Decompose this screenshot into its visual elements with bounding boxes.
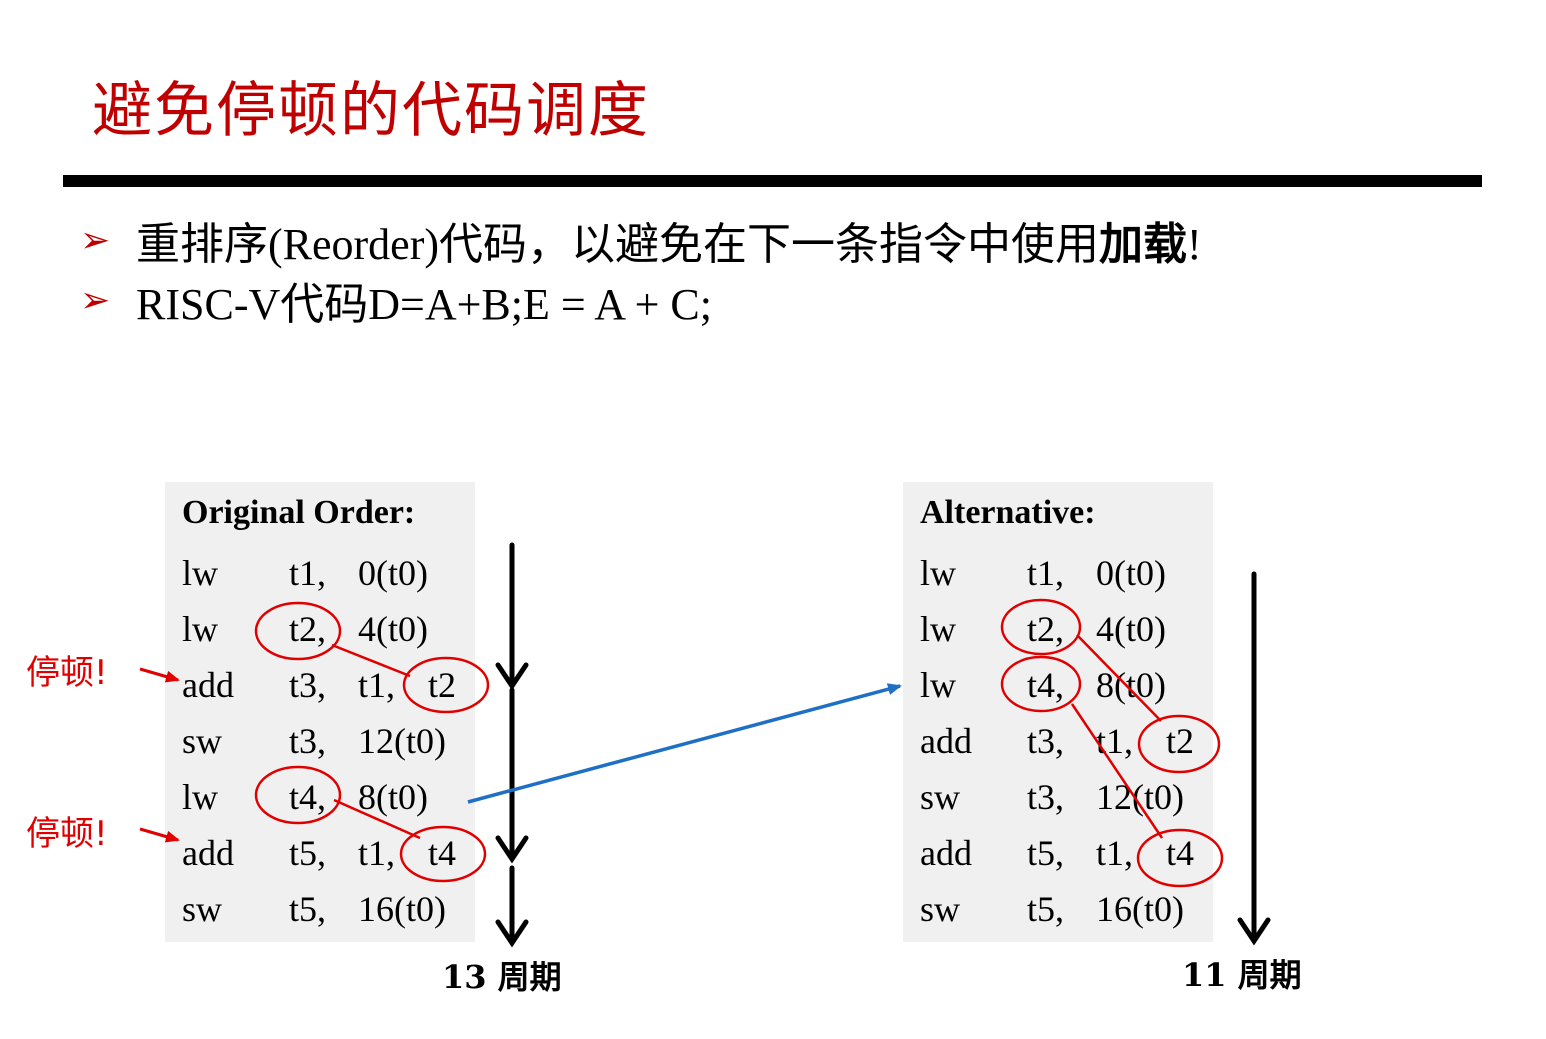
reorder-arrow bbox=[467, 683, 902, 804]
operand: 0(t0) bbox=[1096, 553, 1166, 593]
stall-label: 停顿! bbox=[26, 653, 108, 693]
operand: t5, bbox=[1027, 833, 1065, 873]
alternative-timeline-arrow bbox=[1237, 571, 1271, 946]
opcode: lw bbox=[920, 609, 956, 649]
operand: 4(t0) bbox=[1096, 609, 1166, 649]
operand: t1, bbox=[289, 553, 327, 593]
operand: t4 bbox=[428, 833, 457, 873]
opcode: lw bbox=[182, 553, 218, 593]
bullet-arrow-icon: ➢ bbox=[80, 279, 111, 321]
operand: t4 bbox=[1166, 833, 1195, 873]
opcode: add bbox=[182, 665, 234, 705]
opcode: sw bbox=[182, 889, 223, 929]
bullet-item: ➢ RISC-V代码D=A+B;E = A + C; bbox=[80, 270, 1202, 330]
operand: t3, bbox=[289, 721, 327, 761]
operand: t5, bbox=[289, 833, 327, 873]
original-order-panel: Original Order: lw t1, 0(t0) lw t2, 4(t0… bbox=[165, 482, 475, 942]
operand: 12(t0) bbox=[358, 721, 446, 761]
operand: t5, bbox=[1027, 889, 1065, 929]
operand: t4, bbox=[1027, 665, 1065, 705]
opcode: lw bbox=[182, 777, 218, 817]
bullet-item: ➢ 重排序(Reorder)代码，以避免在下一条指令中使用加载! bbox=[80, 210, 1202, 270]
operand: t4, bbox=[289, 777, 327, 817]
opcode: add bbox=[182, 833, 234, 873]
operand: t2 bbox=[428, 665, 457, 705]
operand: t1, bbox=[1096, 721, 1134, 761]
operand: t3, bbox=[289, 665, 327, 705]
original-cycle-count: 13 周期 bbox=[442, 958, 562, 996]
opcode: add bbox=[920, 833, 972, 873]
stall-label: 停顿! bbox=[26, 814, 108, 854]
opcode: sw bbox=[182, 721, 223, 761]
opcode: sw bbox=[920, 889, 961, 929]
operand: 4(t0) bbox=[358, 609, 428, 649]
alternative-order-panel: Alternative: lw t1, 0(t0) lw t2, 4(t0) l… bbox=[903, 482, 1213, 942]
panel-heading: Alternative: bbox=[920, 494, 1096, 531]
operand: 16(t0) bbox=[1096, 889, 1184, 929]
opcode: sw bbox=[920, 777, 961, 817]
operand: t5, bbox=[289, 889, 327, 929]
opcode: lw bbox=[182, 609, 218, 649]
opcode: add bbox=[920, 721, 972, 761]
operand: t2, bbox=[1027, 609, 1065, 649]
slide-title: 避免停顿的代码调度 bbox=[92, 76, 650, 146]
opcode: lw bbox=[920, 665, 956, 705]
operand: 0(t0) bbox=[358, 553, 428, 593]
operand: t1, bbox=[358, 665, 396, 705]
operand: 16(t0) bbox=[358, 889, 446, 929]
operand: t3, bbox=[1027, 721, 1065, 761]
operand: t2 bbox=[1166, 721, 1195, 761]
bullet-text: 重排序(Reorder)代码，以避免在下一条指令中使用加载! bbox=[136, 220, 1202, 269]
title-divider bbox=[63, 175, 1482, 187]
bullet-list: ➢ 重排序(Reorder)代码，以避免在下一条指令中使用加载! ➢ RISC-… bbox=[80, 210, 1202, 330]
operand: t1, bbox=[358, 833, 396, 873]
bullet-text: RISC-V代码D=A+B;E = A + C; bbox=[136, 280, 712, 329]
operand: 12(t0) bbox=[1096, 777, 1184, 817]
operand: t1, bbox=[1096, 833, 1134, 873]
operand: t2, bbox=[289, 609, 327, 649]
operand: 8(t0) bbox=[1096, 665, 1166, 705]
original-timeline-arrow bbox=[495, 542, 529, 948]
alternative-cycle-count: 11 周期 bbox=[1182, 956, 1302, 994]
operand: 8(t0) bbox=[358, 777, 428, 817]
panel-heading: Original Order: bbox=[182, 494, 416, 531]
operand: t3, bbox=[1027, 777, 1065, 817]
operand: t1, bbox=[1027, 553, 1065, 593]
opcode: lw bbox=[920, 553, 956, 593]
bullet-arrow-icon: ➢ bbox=[80, 219, 111, 261]
